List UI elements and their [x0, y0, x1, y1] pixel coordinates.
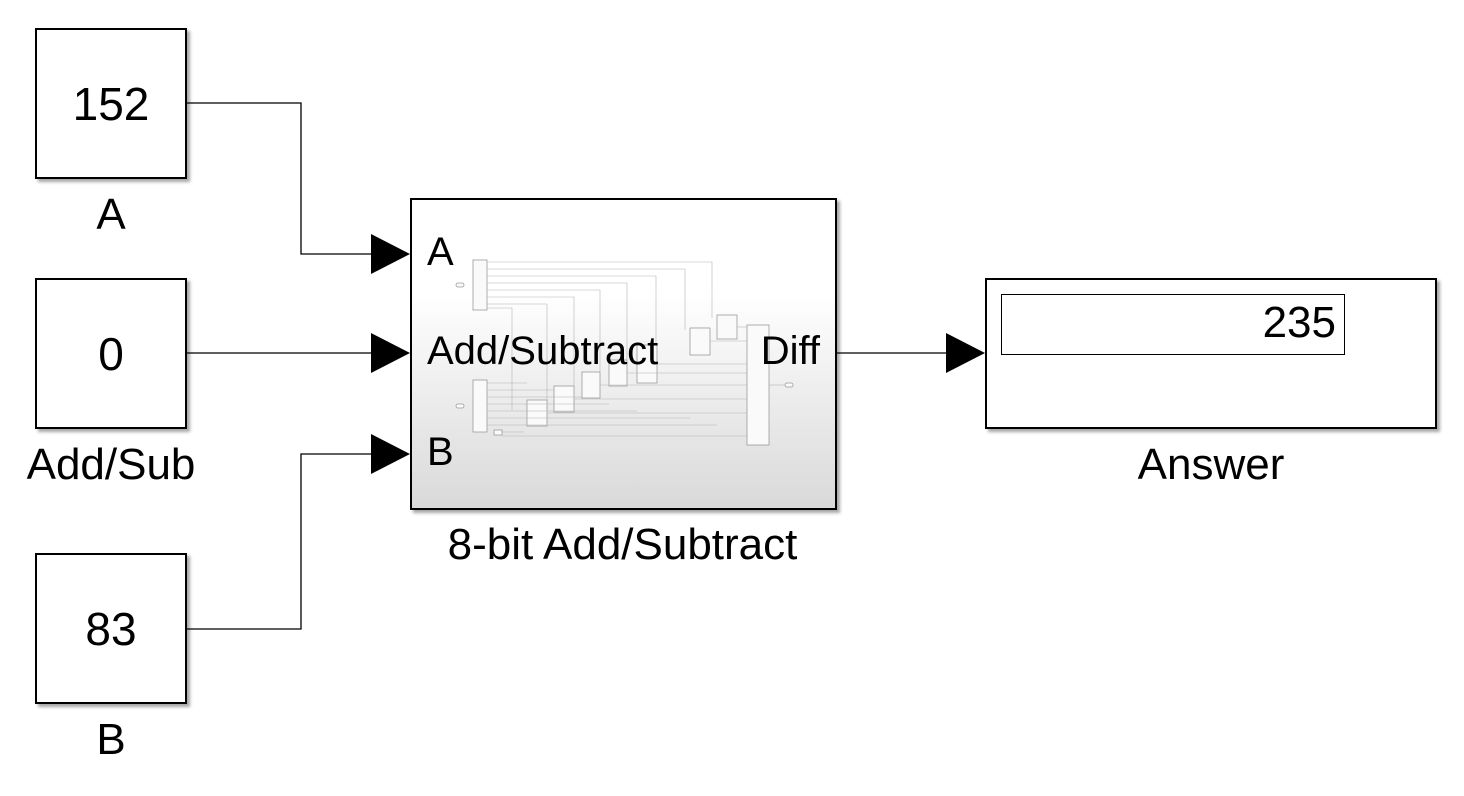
wire-b[interactable]: [187, 453, 372, 630]
constant-block-a[interactable]: 152: [35, 28, 187, 179]
constant-add-sub-value: 0: [98, 327, 124, 380]
subsystem-input-add-subtract: Add/Subtract: [427, 329, 659, 373]
constant-block-add-sub[interactable]: 0: [35, 278, 187, 429]
wire-a[interactable]: [187, 102, 372, 255]
subsystem-label: 8-bit Add/Subtract: [447, 520, 798, 569]
constant-add-sub-label: Add/Sub: [26, 440, 196, 489]
constant-b-label: B: [96, 715, 126, 764]
arrow-diff-icon: [946, 333, 985, 373]
constant-a-label: A: [96, 190, 126, 239]
arrow-add-sub-icon: [371, 333, 410, 373]
subsystem-input-a: A: [427, 230, 454, 274]
constant-block-b[interactable]: 83: [35, 553, 187, 704]
subsystem-input-b: B: [427, 430, 454, 474]
constant-a-value: 152: [72, 77, 150, 130]
subsystem-output-diff: Diff: [760, 329, 820, 373]
subsystem-block[interactable]: A Add/Subtract B Diff: [410, 198, 837, 510]
display-label: Answer: [1137, 440, 1285, 489]
constant-b-value: 83: [85, 602, 137, 655]
subsystem-preview-icon: [455, 259, 794, 446]
arrow-a-icon: [371, 234, 410, 274]
display-value: 235: [1001, 294, 1345, 355]
display-block[interactable]: 235: [985, 278, 1437, 429]
arrow-b-icon: [371, 434, 410, 474]
